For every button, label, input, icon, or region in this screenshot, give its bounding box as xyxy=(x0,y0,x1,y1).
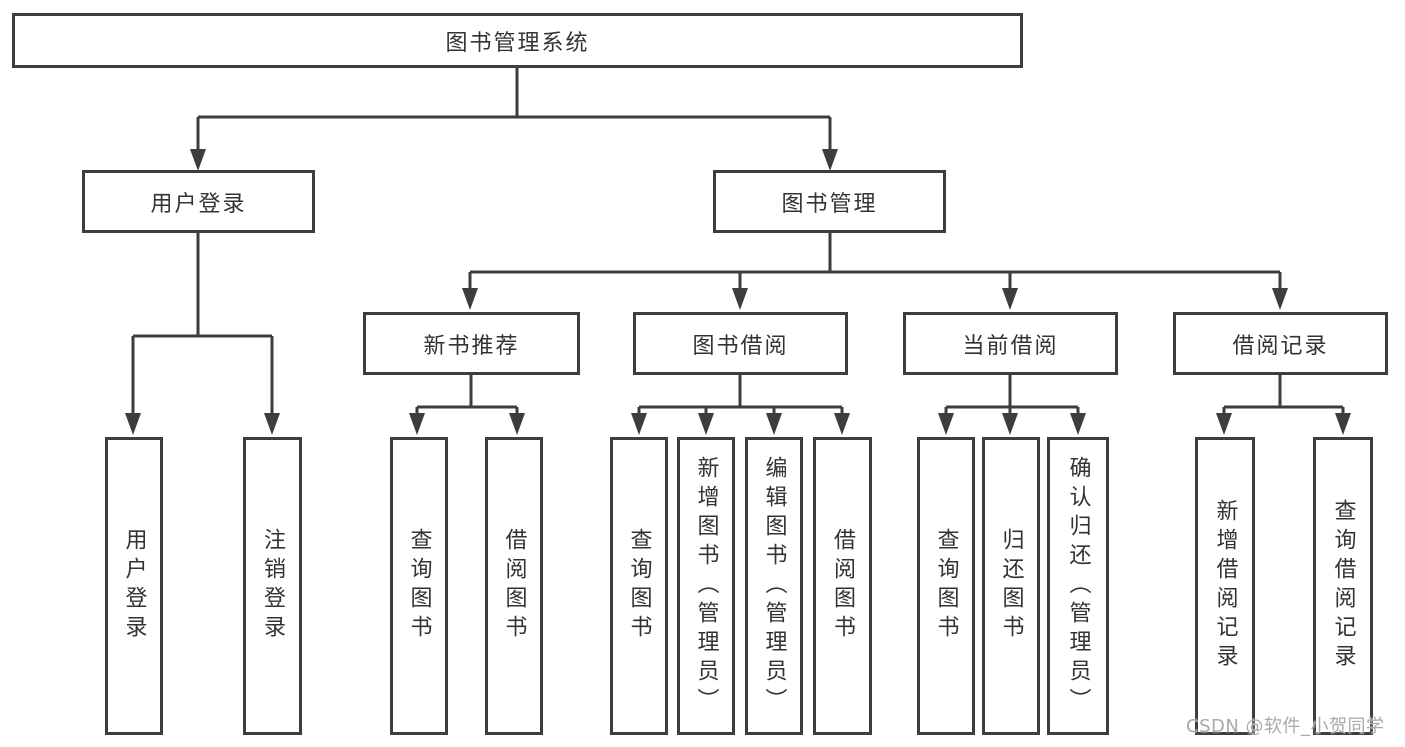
leaf-label: 借阅图书 xyxy=(501,528,527,644)
arrow-icon xyxy=(1070,413,1086,435)
leaf-query-books-recommend: 查询图书 xyxy=(390,437,448,735)
arrow-icon xyxy=(1216,413,1232,435)
node-label: 借阅记录 xyxy=(1232,333,1329,359)
arrow-icon xyxy=(732,288,748,310)
leaf-label: 注销登录 xyxy=(260,528,286,644)
leaf-borrow-books: 借阅图书 xyxy=(813,437,872,735)
node-label: 用户登录 xyxy=(150,191,247,217)
leaf-query-books-current: 查询图书 xyxy=(917,437,975,735)
arrow-icon xyxy=(509,413,525,435)
arrow-icon xyxy=(1002,288,1018,310)
leaf-label: 查询图书 xyxy=(626,528,652,644)
node-user-login: 用户登录 xyxy=(82,170,315,233)
leaf-query-books-borrow: 查询图书 xyxy=(610,437,668,735)
node-borrow-records: 借阅记录 xyxy=(1173,312,1388,375)
arrow-icon xyxy=(409,413,425,435)
leaf-label: 借阅图书 xyxy=(830,528,856,644)
arrow-icon xyxy=(766,413,782,435)
leaf-label: 新增借阅记录 xyxy=(1212,499,1238,673)
arrow-icon xyxy=(264,413,280,435)
arrow-icon xyxy=(1272,288,1288,310)
leaf-edit-books-admin: 编辑图书（管理员） xyxy=(745,437,803,735)
leaf-query-borrow-record: 查询借阅记录 xyxy=(1313,437,1373,735)
leaf-label: 查询图书 xyxy=(933,528,959,644)
leaf-label: 用户登录 xyxy=(121,528,147,644)
node-new-book-recommend: 新书推荐 xyxy=(363,312,580,375)
node-current-borrow: 当前借阅 xyxy=(903,312,1118,375)
arrow-icon xyxy=(822,149,838,171)
leaf-add-borrow-record: 新增借阅记录 xyxy=(1195,437,1255,735)
connector-lines xyxy=(131,68,1345,415)
leaf-label: 编辑图书（管理员） xyxy=(761,455,787,717)
leaf-label: 查询图书 xyxy=(406,528,432,644)
leaf-confirm-return-admin: 确认归还（管理员） xyxy=(1047,437,1109,735)
leaf-label: 新增图书（管理员） xyxy=(693,455,719,717)
node-label: 图书管理 xyxy=(781,191,878,217)
node-book-borrow: 图书借阅 xyxy=(633,312,848,375)
watermark: CSDN @软件_小贺同学 xyxy=(1186,716,1385,737)
node-label: 图书管理系统 xyxy=(445,30,590,56)
node-label: 当前借阅 xyxy=(962,333,1059,359)
arrow-icon xyxy=(462,288,478,310)
node-label: 新书推荐 xyxy=(423,333,520,359)
leaf-label: 归还图书 xyxy=(998,528,1024,644)
arrow-icon xyxy=(125,413,141,435)
arrow-icon xyxy=(190,149,206,171)
arrow-icon xyxy=(1002,413,1018,435)
arrow-icon xyxy=(938,413,954,435)
leaf-user-login: 用户登录 xyxy=(105,437,163,735)
leaf-return-books: 归还图书 xyxy=(982,437,1040,735)
node-label: 图书借阅 xyxy=(692,333,789,359)
arrow-icon xyxy=(631,413,647,435)
arrow-icon xyxy=(698,413,714,435)
leaf-borrow-books-recommend: 借阅图书 xyxy=(485,437,543,735)
leaf-add-books-admin: 新增图书（管理员） xyxy=(677,437,735,735)
node-root-system: 图书管理系统 xyxy=(12,13,1023,68)
arrow-icon xyxy=(834,413,850,435)
node-book-management: 图书管理 xyxy=(713,170,946,233)
leaf-label: 查询借阅记录 xyxy=(1330,499,1356,673)
leaf-logout: 注销登录 xyxy=(243,437,302,735)
leaf-label: 确认归还（管理员） xyxy=(1065,455,1091,717)
arrow-icon xyxy=(1335,413,1351,435)
